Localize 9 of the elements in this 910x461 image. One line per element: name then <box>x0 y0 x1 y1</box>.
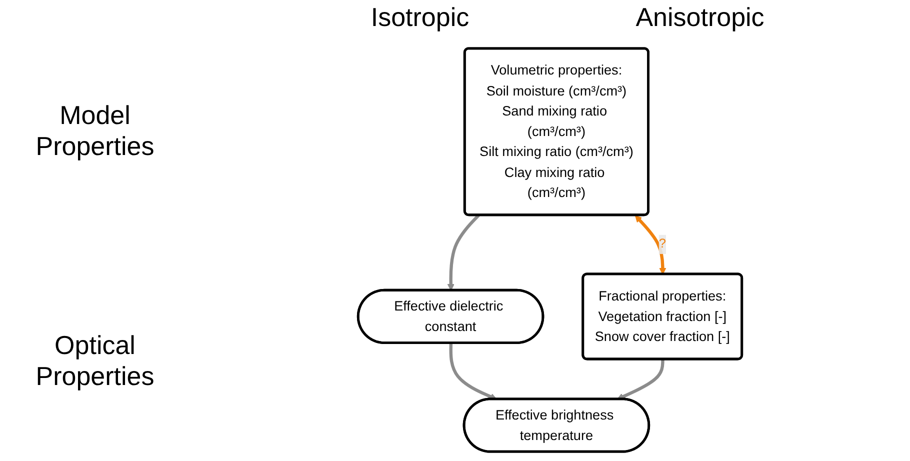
row-heading: Optical Properties <box>34 330 156 392</box>
column-heading: Anisotropic <box>634 2 766 33</box>
arrow <box>447 214 480 291</box>
arrow <box>616 359 664 400</box>
column-heading: Isotropic <box>370 2 470 33</box>
edge-label: ? <box>658 237 666 251</box>
arrow <box>449 343 497 400</box>
arrow <box>634 215 666 275</box>
row-heading: Model Properties <box>34 100 156 162</box>
